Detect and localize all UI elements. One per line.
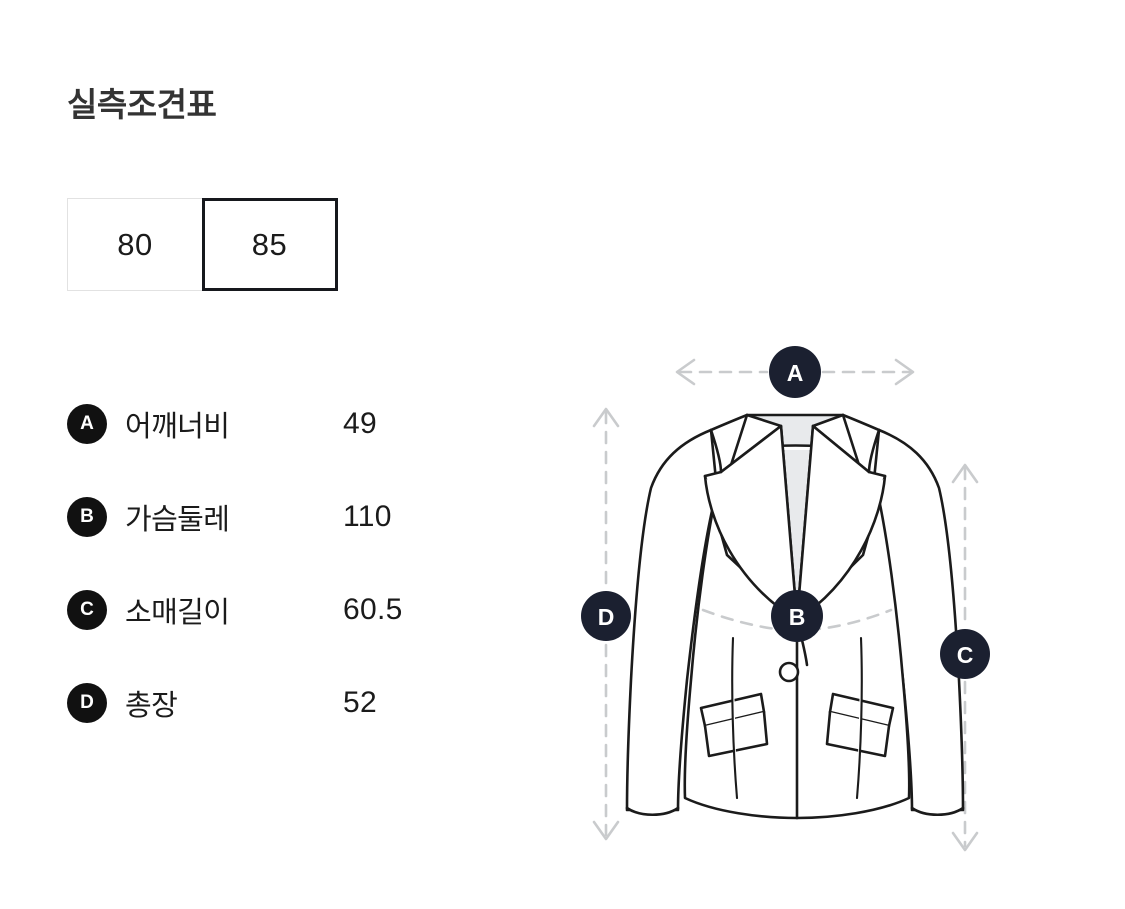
diagram-badge-a-label: A <box>787 360 804 386</box>
diagram-badge-d: D <box>581 591 631 641</box>
diagram-badge-b: B <box>771 590 823 642</box>
guide-arrow-d <box>592 407 620 841</box>
diagram-badge-d-label: D <box>598 604 615 630</box>
button-icon <box>778 661 800 683</box>
badge-b-icon: B <box>67 496 107 537</box>
measurement-list: A 어깨너비 49 B 가슴둘레 110 C 소매길이 60.5 D 총장 52 <box>67 377 487 749</box>
guide-arrow-c <box>951 463 979 852</box>
measurement-row-c: C 소매길이 60.5 <box>67 563 487 656</box>
size-tab-80[interactable]: 80 <box>67 198 203 291</box>
jacket-illustration <box>625 413 965 820</box>
badge-a-icon: A <box>67 403 107 444</box>
badge-d-icon: D <box>67 682 107 723</box>
measurement-value-a: 49 <box>343 406 377 440</box>
measurement-value-c: 60.5 <box>343 592 403 626</box>
diagram-badge-c-label: C <box>957 642 974 668</box>
measurement-row-b: B 가슴둘레 110 <box>67 470 487 563</box>
badge-c-icon: C <box>67 589 107 630</box>
size-tab-group: 80 85 <box>67 198 338 291</box>
measurement-row-d: D 총장 52 <box>67 656 487 749</box>
measurement-value-b: 110 <box>343 499 392 533</box>
guide-arrow-a <box>675 358 915 386</box>
diagram-badge-b-label: B <box>789 604 806 630</box>
measurement-label-b: 가슴둘레 <box>125 503 230 536</box>
measurement-label-c: 소매길이 <box>125 596 230 629</box>
measurement-label-a: 어깨너비 <box>125 410 230 443</box>
measurement-row-a: A 어깨너비 49 <box>67 377 487 470</box>
size-tab-85[interactable]: 85 <box>201 198 338 291</box>
measurement-value-d: 52 <box>343 685 377 719</box>
diagram-badge-a: A <box>769 346 821 398</box>
measurement-label-d: 총장 <box>125 689 178 722</box>
page-title: 실측조견표 <box>67 86 217 123</box>
garment-diagram: A B C D <box>545 320 1065 890</box>
diagram-badge-c: C <box>940 629 990 679</box>
